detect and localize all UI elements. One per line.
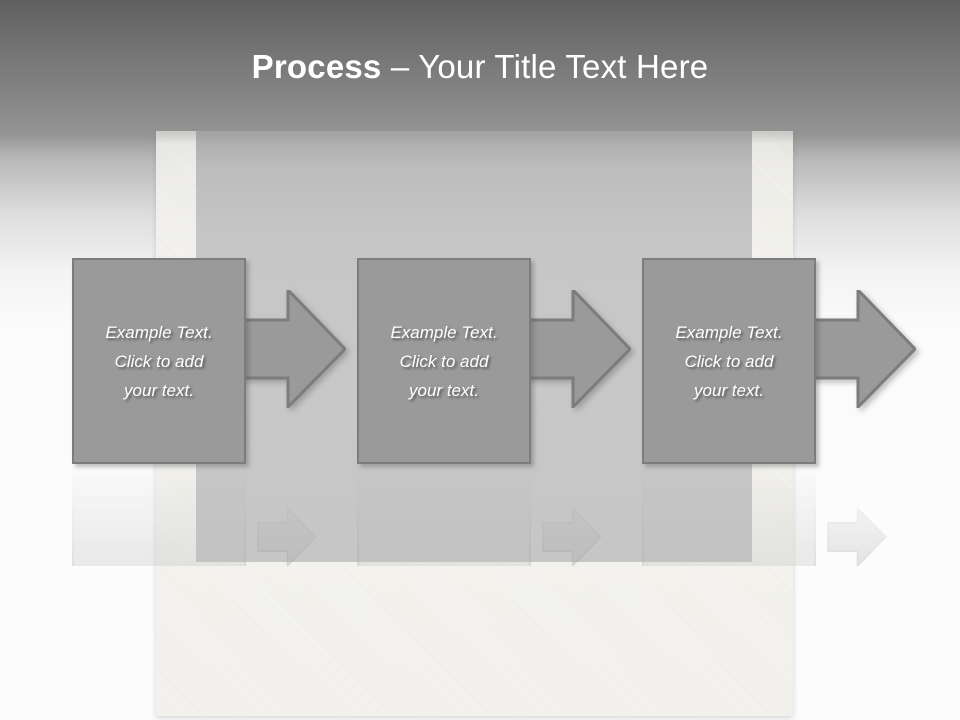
process-step-1-line2: Click to add <box>114 351 204 371</box>
process-step-1[interactable]: Example Text. Click to add your text. <box>72 258 246 464</box>
reflection-step-1 <box>72 466 246 566</box>
page-title-bold: Process <box>251 48 382 85</box>
process-step-1-line3: your text. <box>124 380 194 400</box>
page-title: Process – Your Title Text Here <box>0 47 960 87</box>
process-step-3-line1: Example Text. <box>675 322 783 342</box>
page-title-separator: – <box>381 48 419 85</box>
process-step-1-text[interactable]: Example Text. Click to add your text. <box>97 318 220 405</box>
reflection-step-3 <box>642 466 816 566</box>
reflection-arrow-3 <box>827 508 887 566</box>
shape-reflection <box>0 466 960 566</box>
process-step-2-line1: Example Text. <box>390 322 498 342</box>
reflection-arrow-1 <box>257 508 317 566</box>
process-step-2-line2: Click to add <box>399 351 489 371</box>
process-step-2[interactable]: Example Text. Click to add your text. <box>357 258 531 464</box>
process-step-3-text[interactable]: Example Text. Click to add your text. <box>667 318 790 405</box>
page-title-rest: Your Title Text Here <box>418 48 709 85</box>
process-step-3-line2: Click to add <box>684 351 774 371</box>
process-step-2-text[interactable]: Example Text. Click to add your text. <box>382 318 505 405</box>
title-band <box>0 0 960 131</box>
title-band-fade <box>0 118 960 144</box>
process-step-3[interactable]: Example Text. Click to add your text. <box>642 258 816 464</box>
process-step-3-line3: your text. <box>694 380 764 400</box>
reflection-step-2 <box>357 466 531 566</box>
reflection-arrow-2 <box>542 508 602 566</box>
process-step-1-line1: Example Text. <box>105 322 213 342</box>
process-step-2-line3: your text. <box>409 380 479 400</box>
